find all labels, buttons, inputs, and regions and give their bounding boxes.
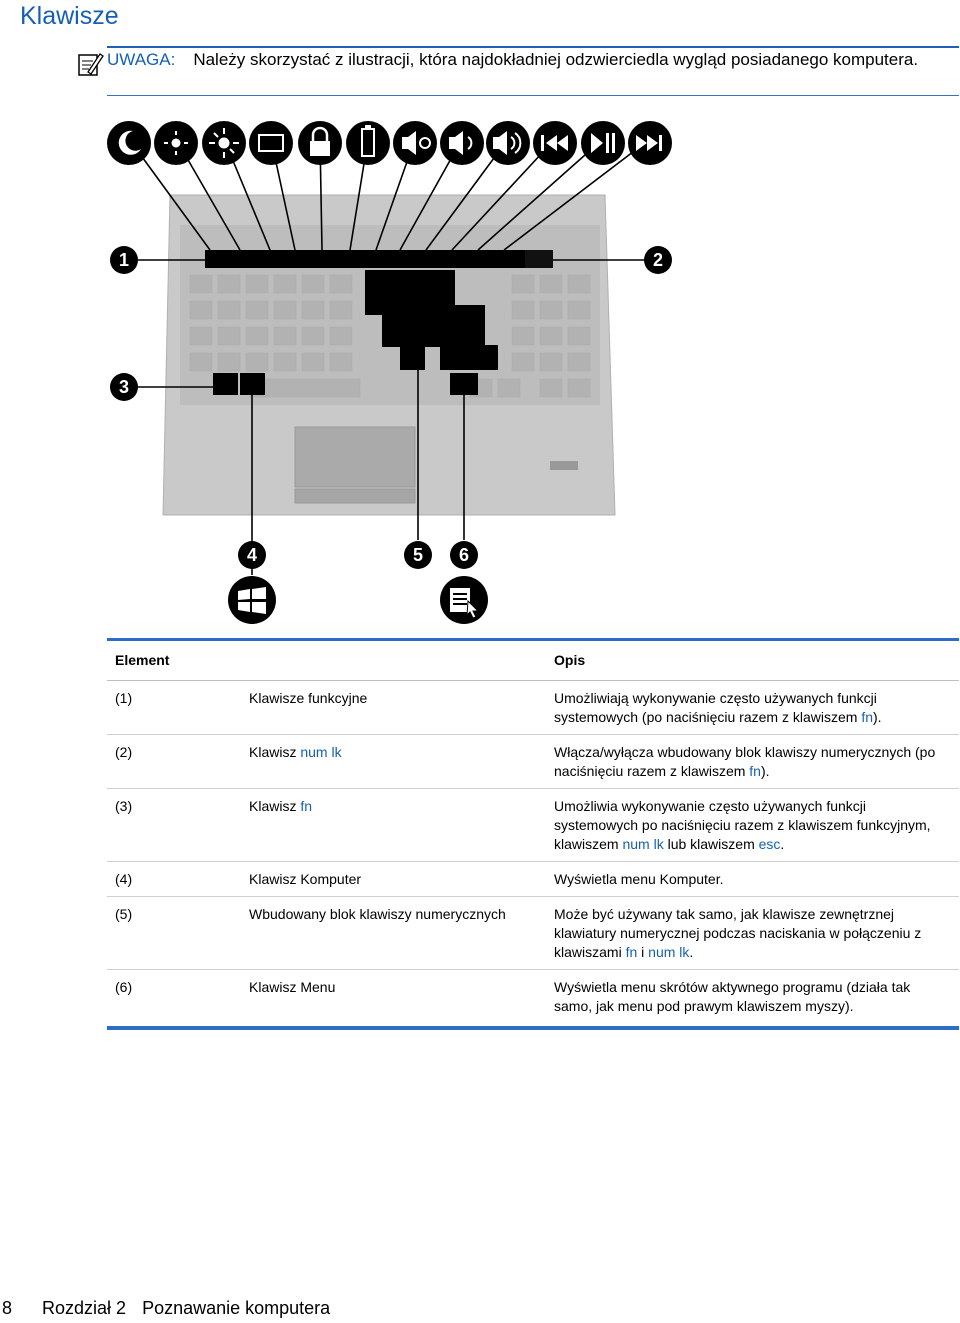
table-row: (2) Klawisz num lk Włącza/wyłącza wbudow… <box>107 734 959 789</box>
table-row: (1) Klawisze funkcyjne Umożliwiają wykon… <box>107 680 959 735</box>
row-number: (5) <box>107 896 241 970</box>
chapter-label: Rozdział 2 <box>42 1298 127 1318</box>
chapter-title: Poznawanie komputera <box>142 1298 331 1318</box>
row-name: Klawisz fn <box>241 788 546 862</box>
callout-2: 2 <box>653 250 663 270</box>
row-name: Klawisz Komputer <box>241 861 546 897</box>
row-desc: Może być używany tak samo, jak klawisze … <box>546 896 959 970</box>
page-footer: 8 Rozdział 2 Poznawanie komputera <box>2 1298 346 1319</box>
table-row: (4) Klawisz Komputer Wyświetla menu Komp… <box>107 861 959 897</box>
note-pencil-icon <box>78 53 104 76</box>
table-row: (3) Klawisz fn Umożliwia wykonywanie czę… <box>107 788 959 862</box>
row-name: Klawisz Menu <box>241 969 546 1030</box>
row-desc: Umożliwiają wykonywanie często używanych… <box>546 680 959 735</box>
keys-table: Element Opis (1) Klawisze funkcyjne Umoż… <box>107 638 959 1030</box>
note-text: Należy skorzystać z ilustracji, która na… <box>193 50 919 69</box>
row-desc: Wyświetla menu Komputer. <box>546 861 959 897</box>
row-number: (6) <box>107 969 241 1030</box>
table-row: (6) Klawisz Menu Wyświetla menu skrótów … <box>107 969 959 1030</box>
row-number: (2) <box>107 734 241 789</box>
callout-6: 6 <box>459 545 469 565</box>
row-name: Klawisze funkcyjne <box>241 680 546 735</box>
callout-markers <box>110 246 672 569</box>
note-block: UWAGA: Należy skorzystać z ilustracji, kt… <box>107 49 937 71</box>
callout-3: 3 <box>119 377 129 397</box>
row-desc: Umożliwia wykonywanie często używanych f… <box>546 788 959 862</box>
windows-logo-icon <box>228 576 276 624</box>
note-label: UWAGA: <box>107 50 176 69</box>
row-desc: Włącza/wyłącza wbudowany blok klawiszy n… <box>546 734 959 789</box>
callout-4: 4 <box>247 545 257 565</box>
note-bottom-rule <box>107 95 959 96</box>
row-number: (3) <box>107 788 241 862</box>
callout-1: 1 <box>119 250 129 270</box>
page-title: Klawisze <box>20 2 119 30</box>
keyboard-illustration: 1 2 3 4 5 6 <box>107 121 672 624</box>
table-row: (5) Wbudowany blok klawiszy numerycznych… <box>107 896 959 970</box>
menu-key-icon <box>440 576 488 624</box>
row-number: (1) <box>107 680 241 735</box>
row-number: (4) <box>107 861 241 897</box>
note-top-rule <box>107 46 959 48</box>
page-number: 8 <box>2 1298 13 1318</box>
callout-5: 5 <box>413 545 423 565</box>
row-name: Wbudowany blok klawiszy numerycznych <box>241 896 546 970</box>
row-desc: Wyświetla menu skrótów aktywnego program… <box>546 969 959 1030</box>
header-opis: Opis <box>546 638 959 681</box>
header-element: Element <box>107 638 546 681</box>
row-name: Klawisz num lk <box>241 734 546 789</box>
